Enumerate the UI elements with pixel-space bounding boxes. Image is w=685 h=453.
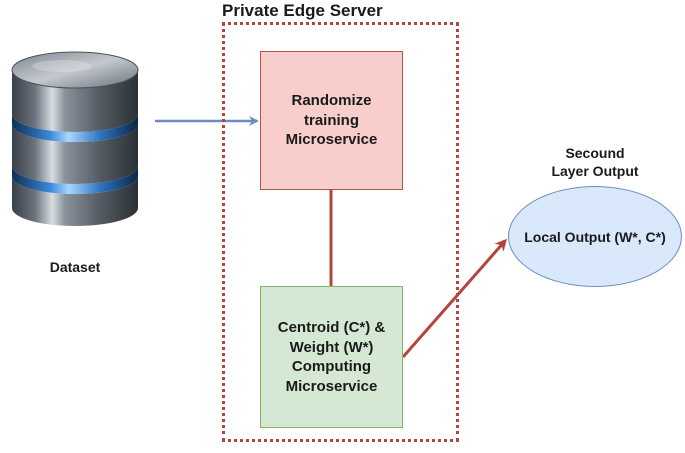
output-title-line: Secound (565, 145, 625, 161)
randomize-box-line: training (303, 111, 359, 129)
dataset-label: Dataset (49, 259, 101, 275)
second-layer-output-title: Secound Layer Output (520, 145, 670, 180)
randomize-training-microservice-box: Randomize training Microservice (260, 51, 403, 190)
centroid-box-line: Computing (291, 358, 372, 375)
local-output-label: Local Output (W*, C*) (524, 228, 666, 245)
centroid-box-line: Microservice (285, 377, 378, 395)
private-edge-server-boundary (222, 22, 459, 442)
centroid-box-line: Centroid (C*) & (277, 319, 386, 336)
centroid-box-line: Weight (W*) (289, 338, 374, 356)
output-title-line: Layer Output (551, 162, 639, 179)
arrow-centroid-to-output (401, 238, 507, 358)
local-output-ellipse: Local Output (W*, C*) (508, 186, 682, 287)
boundary-title: Private Edge Server (222, 1, 383, 20)
centroid-weight-computing-microservice-box: Centroid (C*) & Weight (W*) Computing Mi… (260, 286, 403, 428)
database-icon (11, 51, 139, 226)
randomize-box-line: Microservice (285, 131, 378, 149)
randomize-box-line: Randomize (291, 92, 372, 110)
